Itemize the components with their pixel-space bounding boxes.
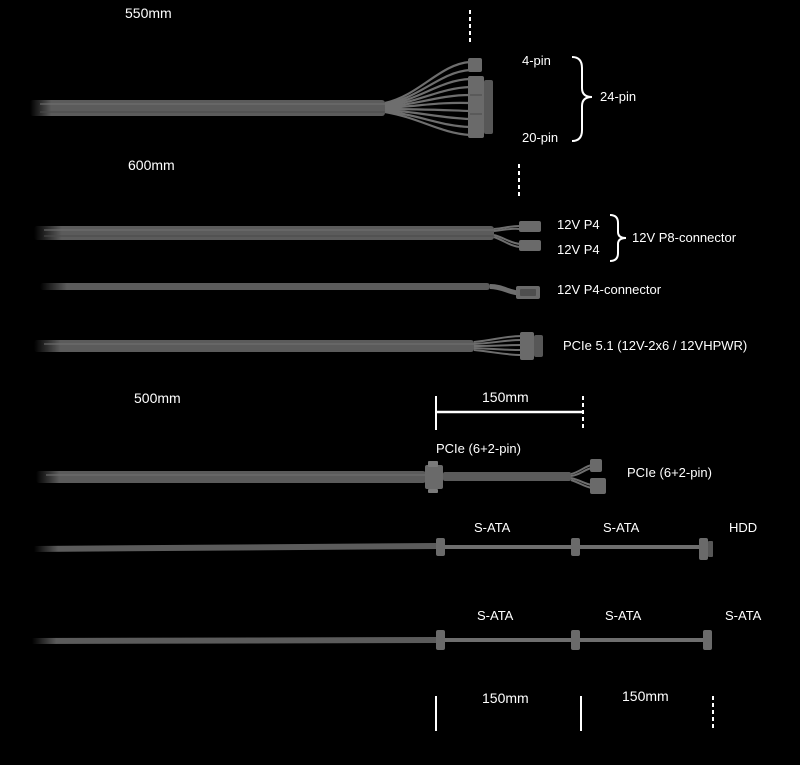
pcie-6pin-connector bbox=[590, 478, 606, 494]
length-label-600mm: 600mm bbox=[128, 157, 175, 173]
label-hdd: HDD bbox=[729, 520, 757, 535]
label-12v-p4-connector: 12V P4-connector bbox=[557, 282, 662, 297]
label-24-pin: 24-pin bbox=[600, 89, 636, 104]
cpu-p4-cable bbox=[40, 283, 540, 299]
sata-connector-1b bbox=[571, 538, 580, 556]
atx-20pin-connector bbox=[468, 76, 484, 138]
label-20-pin: 20-pin bbox=[522, 130, 558, 145]
label-sata-2b: S-ATA bbox=[605, 608, 642, 623]
sata-connector-2b bbox=[571, 630, 580, 650]
label-12v-p8-connector: 12V P8-connector bbox=[632, 230, 737, 245]
sata-connector-2c bbox=[703, 630, 712, 650]
length-label-550mm: 550mm bbox=[125, 5, 172, 21]
pcie51-connector bbox=[520, 332, 534, 360]
pcie51-cable bbox=[34, 332, 543, 360]
sata-cable bbox=[31, 630, 712, 650]
label-pcie-5-1: PCIe 5.1 (12V-2x6 / 12VHPWR) bbox=[563, 338, 747, 353]
label-sata-1a: S-ATA bbox=[474, 520, 511, 535]
label-pcie-6-2-second: PCIe (6+2-pin) bbox=[627, 465, 712, 480]
hdd-molex-connector bbox=[699, 538, 708, 560]
dimension-500mm-150mm: 500mm 150mm bbox=[0, 389, 584, 430]
cpu-p4-connector-top bbox=[519, 221, 541, 232]
length-label-150mm-second: 150mm bbox=[622, 688, 669, 704]
brace-p8 bbox=[609, 214, 627, 262]
length-label-150mm-first: 150mm bbox=[482, 690, 529, 706]
length-label-150mm-pcie: 150mm bbox=[482, 389, 529, 405]
atx-24pin-cable bbox=[30, 58, 493, 138]
pcie-2pin-connector bbox=[590, 459, 602, 472]
cpu-p4-connector-bottom bbox=[519, 240, 541, 251]
dimension-600mm: 600mm bbox=[0, 157, 520, 196]
label-sata-1b: S-ATA bbox=[603, 520, 640, 535]
brace-24-pin bbox=[571, 56, 593, 142]
pcie-6-2-connector-inline bbox=[425, 465, 443, 489]
label-sata-2c: S-ATA bbox=[725, 608, 762, 623]
cpu-p8-cable bbox=[34, 221, 541, 251]
pcie-6-2-cable bbox=[36, 459, 606, 494]
label-pcie-6-2-first: PCIe (6+2-pin) bbox=[436, 441, 521, 456]
dimension-550mm: 550mm bbox=[0, 5, 471, 42]
sata-connector-1a bbox=[436, 538, 445, 556]
label-12v-p4-top: 12V P4 bbox=[557, 217, 600, 232]
atx-4pin-connector bbox=[468, 58, 482, 72]
label-12v-p4-bottom: 12V P4 bbox=[557, 242, 600, 257]
dimension-bottom-150mm: 150mm 150mm bbox=[0, 688, 714, 731]
label-4-pin: 4-pin bbox=[522, 53, 551, 68]
sata-hdd-cable bbox=[33, 538, 713, 560]
label-sata-2a: S-ATA bbox=[477, 608, 514, 623]
sata-connector-2a bbox=[436, 630, 445, 650]
length-label-500mm: 500mm bbox=[134, 390, 181, 406]
